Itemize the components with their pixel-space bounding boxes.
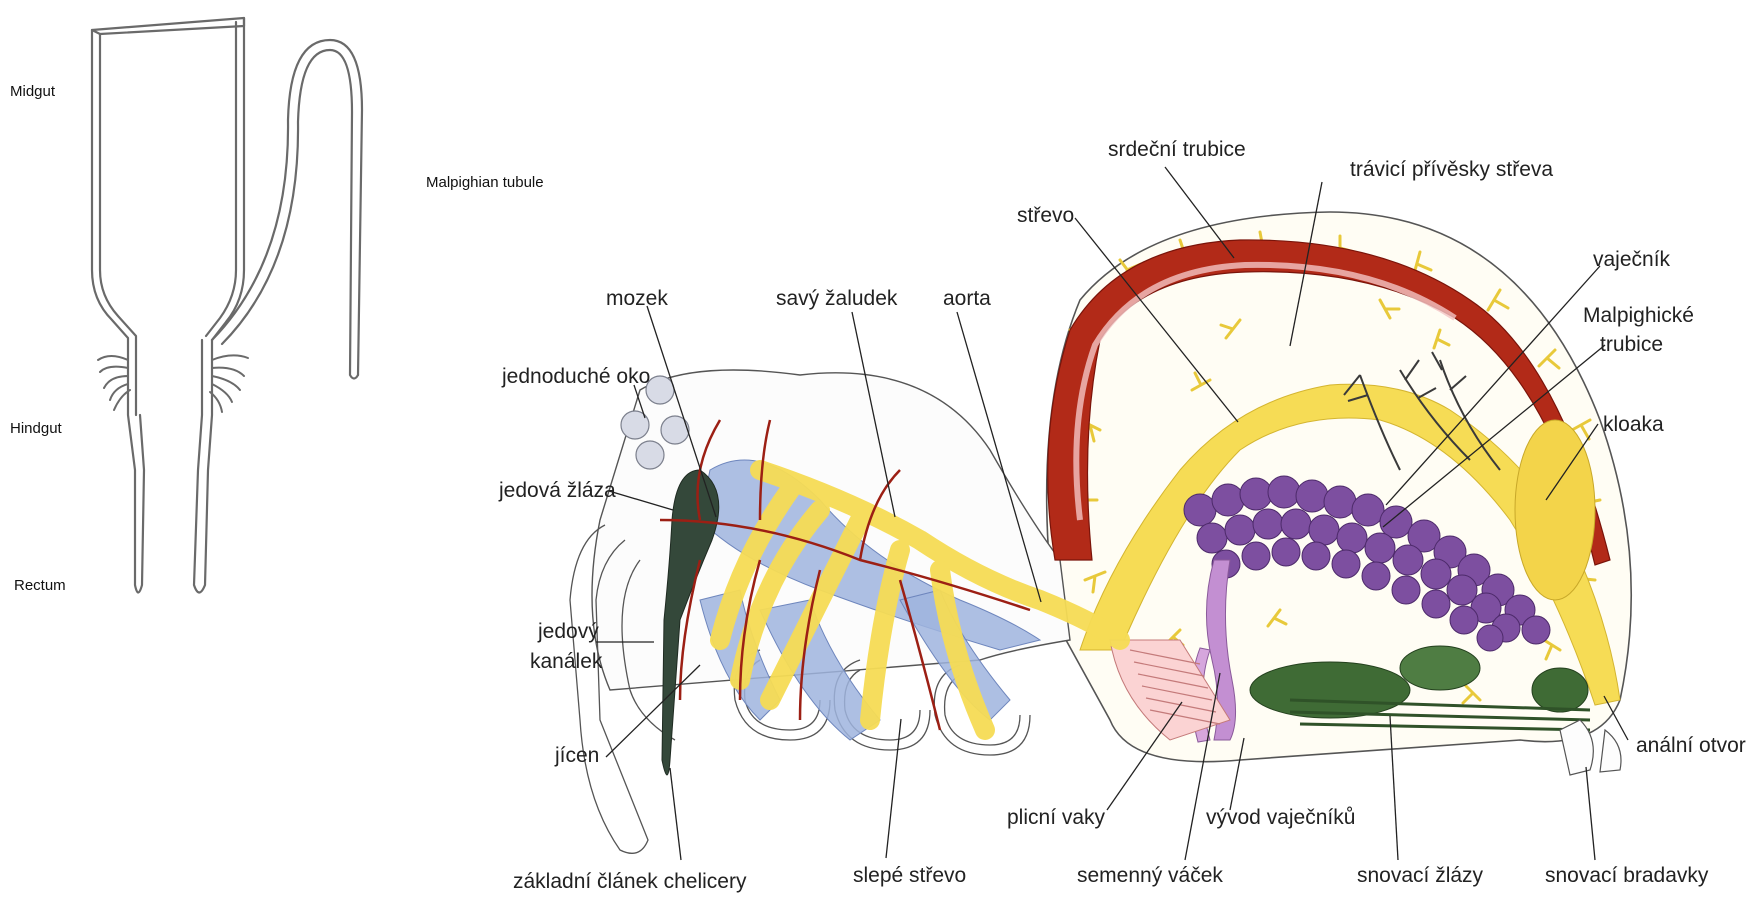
label-slepe-strevo: slepé střevo bbox=[853, 864, 966, 887]
label-jednoduche-oko: jednoduché oko bbox=[501, 365, 650, 388]
label-plicni-vaky: plicní vaky bbox=[1007, 806, 1106, 829]
label-rectum: Rectum bbox=[14, 577, 66, 594]
label-jicen: jícen bbox=[554, 744, 599, 767]
midgut-right-inner bbox=[206, 22, 236, 336]
label-vyvod-vajecniku: vývod vaječníků bbox=[1206, 806, 1355, 829]
label-midgut: Midgut bbox=[10, 83, 56, 100]
label-snovaci-zlazy: snovací žlázy bbox=[1357, 864, 1484, 887]
label-srdecni-trubice: srdeční trubice bbox=[1108, 138, 1246, 161]
label-malpighian-tubule: Malpighian tubule bbox=[426, 174, 544, 191]
label-malpighicke-2: trubice bbox=[1600, 333, 1663, 356]
label-vajecnik: vaječník bbox=[1593, 248, 1671, 271]
label-jedovy-kanalek-2: kanálek bbox=[530, 650, 603, 673]
label-mozek: mozek bbox=[606, 287, 668, 310]
midgut-outline-inner bbox=[100, 34, 136, 415]
malpighian-tubule-outline bbox=[212, 40, 362, 375]
label-strevo: střevo bbox=[1017, 204, 1074, 227]
label-jedovy-kanalek-1: jedový bbox=[537, 620, 599, 643]
label-semenny-vacek: semenný váček bbox=[1077, 864, 1223, 887]
label-travici-privesky: trávicí přívěsky střeva bbox=[1350, 158, 1553, 181]
label-analni-otvor: anální otvor bbox=[1636, 734, 1746, 757]
label-malpighicke-1: Malpighické bbox=[1583, 304, 1694, 327]
label-zakladni-clanek: základní článek chelicery bbox=[513, 870, 747, 893]
label-aorta: aorta bbox=[943, 287, 991, 310]
hindgut-tubule-tufts bbox=[98, 355, 248, 412]
label-kloaka: kloaka bbox=[1603, 413, 1664, 436]
label-snovaci-bradavky: snovací bradavky bbox=[1545, 864, 1709, 887]
label-hindgut: Hindgut bbox=[10, 420, 63, 437]
spider-body bbox=[570, 212, 1631, 853]
label-savy-zaludek: savý žaludek bbox=[776, 287, 898, 310]
insect-gut-diagram bbox=[92, 18, 362, 593]
midgut-top bbox=[92, 18, 244, 34]
label-jedova-zlaza: jedová žláza bbox=[498, 479, 616, 502]
